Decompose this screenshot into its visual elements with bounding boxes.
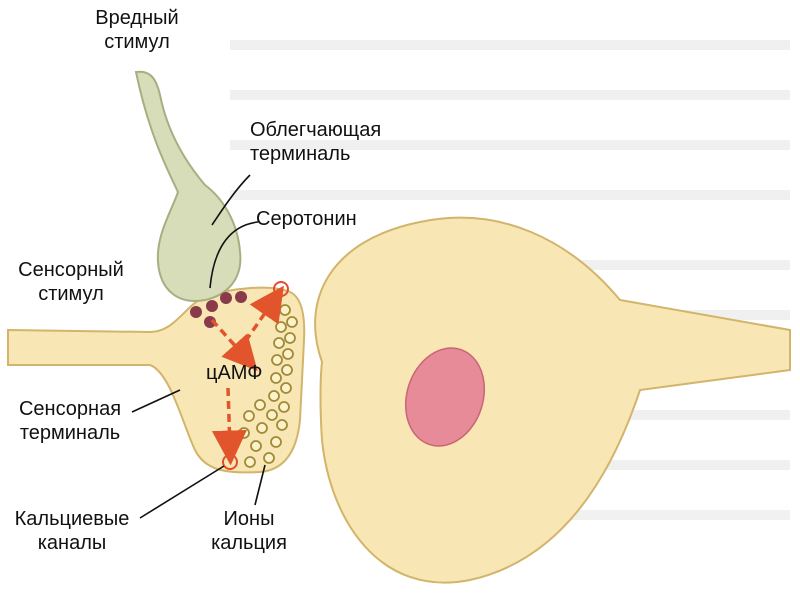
label-sensory-terminal-line1: Сенсорная	[18, 398, 122, 420]
nucleus	[404, 347, 486, 447]
label-calcium-ions-line1: Ионы	[223, 508, 275, 530]
arrow-camp-to-bottom-channel	[211, 387, 247, 466]
leader-lines	[131, 174, 266, 519]
label-noxious-stimulus-line2: стимул	[104, 31, 170, 53]
label-noxious-stimulus: Вредный стимул	[82, 6, 192, 54]
postsynaptic-neuron	[314, 216, 791, 584]
label-calcium-channels-line1: Кальциевые	[14, 508, 130, 530]
label-calcium-ions: Ионы кальция	[204, 507, 294, 555]
leader-calcium-channels	[139, 465, 225, 519]
label-sensory-terminal: Сенсорная терминаль	[2, 397, 138, 445]
leader-facilitating-terminal	[211, 174, 251, 226]
label-calcium-ions-line2: кальция	[211, 532, 287, 554]
leader-serotonin	[209, 221, 259, 289]
label-facilitating-terminal-line1: Облегчающая	[250, 119, 382, 141]
arrow-camp-to-top-channel	[236, 285, 284, 353]
label-serotonin: Серотонин	[256, 208, 357, 230]
label-sensory-stimulus-line2: стимул	[38, 283, 104, 305]
label-sensory-stimulus-line1: Сенсорный	[18, 259, 124, 281]
label-camp: цАМФ	[206, 362, 263, 384]
label-facilitating-terminal-line2: терминаль	[250, 143, 351, 165]
leader-sensory-terminal	[131, 389, 181, 413]
facilitating-terminal	[134, 70, 242, 302]
serotonin-vesicles	[190, 291, 247, 328]
label-sensory-terminal-line2: терминаль	[19, 422, 121, 444]
label-calcium-channels: Кальциевые каналы	[4, 507, 140, 555]
label-calcium-channels-line2: каналы	[37, 532, 107, 554]
label-sensory-stimulus: Сенсорный стимул	[2, 258, 140, 306]
label-facilitating-terminal: Облегчающая терминаль	[250, 118, 381, 166]
label-noxious-stimulus-line1: Вредный	[95, 7, 179, 29]
leader-calcium-ions	[254, 464, 266, 506]
